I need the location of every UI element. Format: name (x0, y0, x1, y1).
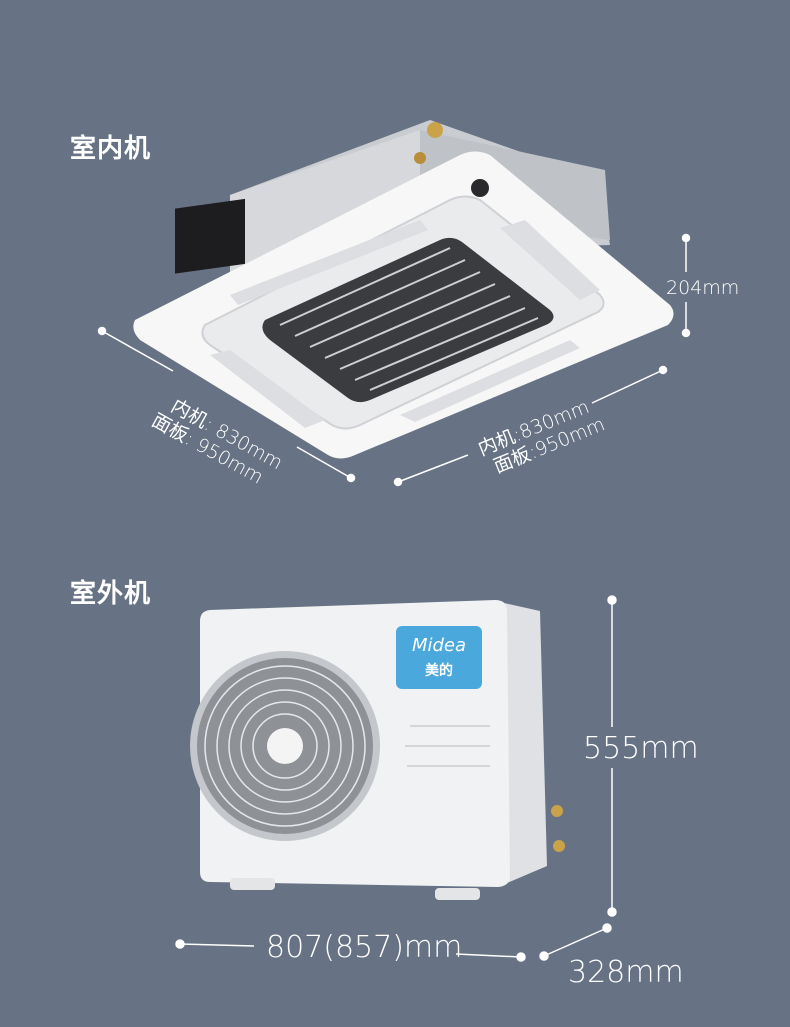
outdoor-unit-title: 室外机 (70, 579, 152, 609)
outdoor-height-label: 555mm (583, 731, 699, 766)
brand-badge: Midea 美的 (396, 626, 482, 689)
brand-logo-cn: 美的 (425, 663, 453, 679)
outdoor-depth-label: 328mm (568, 955, 684, 990)
indoor-unit-title: 室内机 (70, 134, 152, 164)
indoor-height-label: 204mm (666, 277, 740, 299)
outdoor-width-label: 807(857)mm (266, 930, 463, 965)
outdoor-unit-image (190, 600, 565, 900)
indoor-unit-image (133, 120, 674, 459)
brand-logo-text: Midea (411, 635, 467, 656)
